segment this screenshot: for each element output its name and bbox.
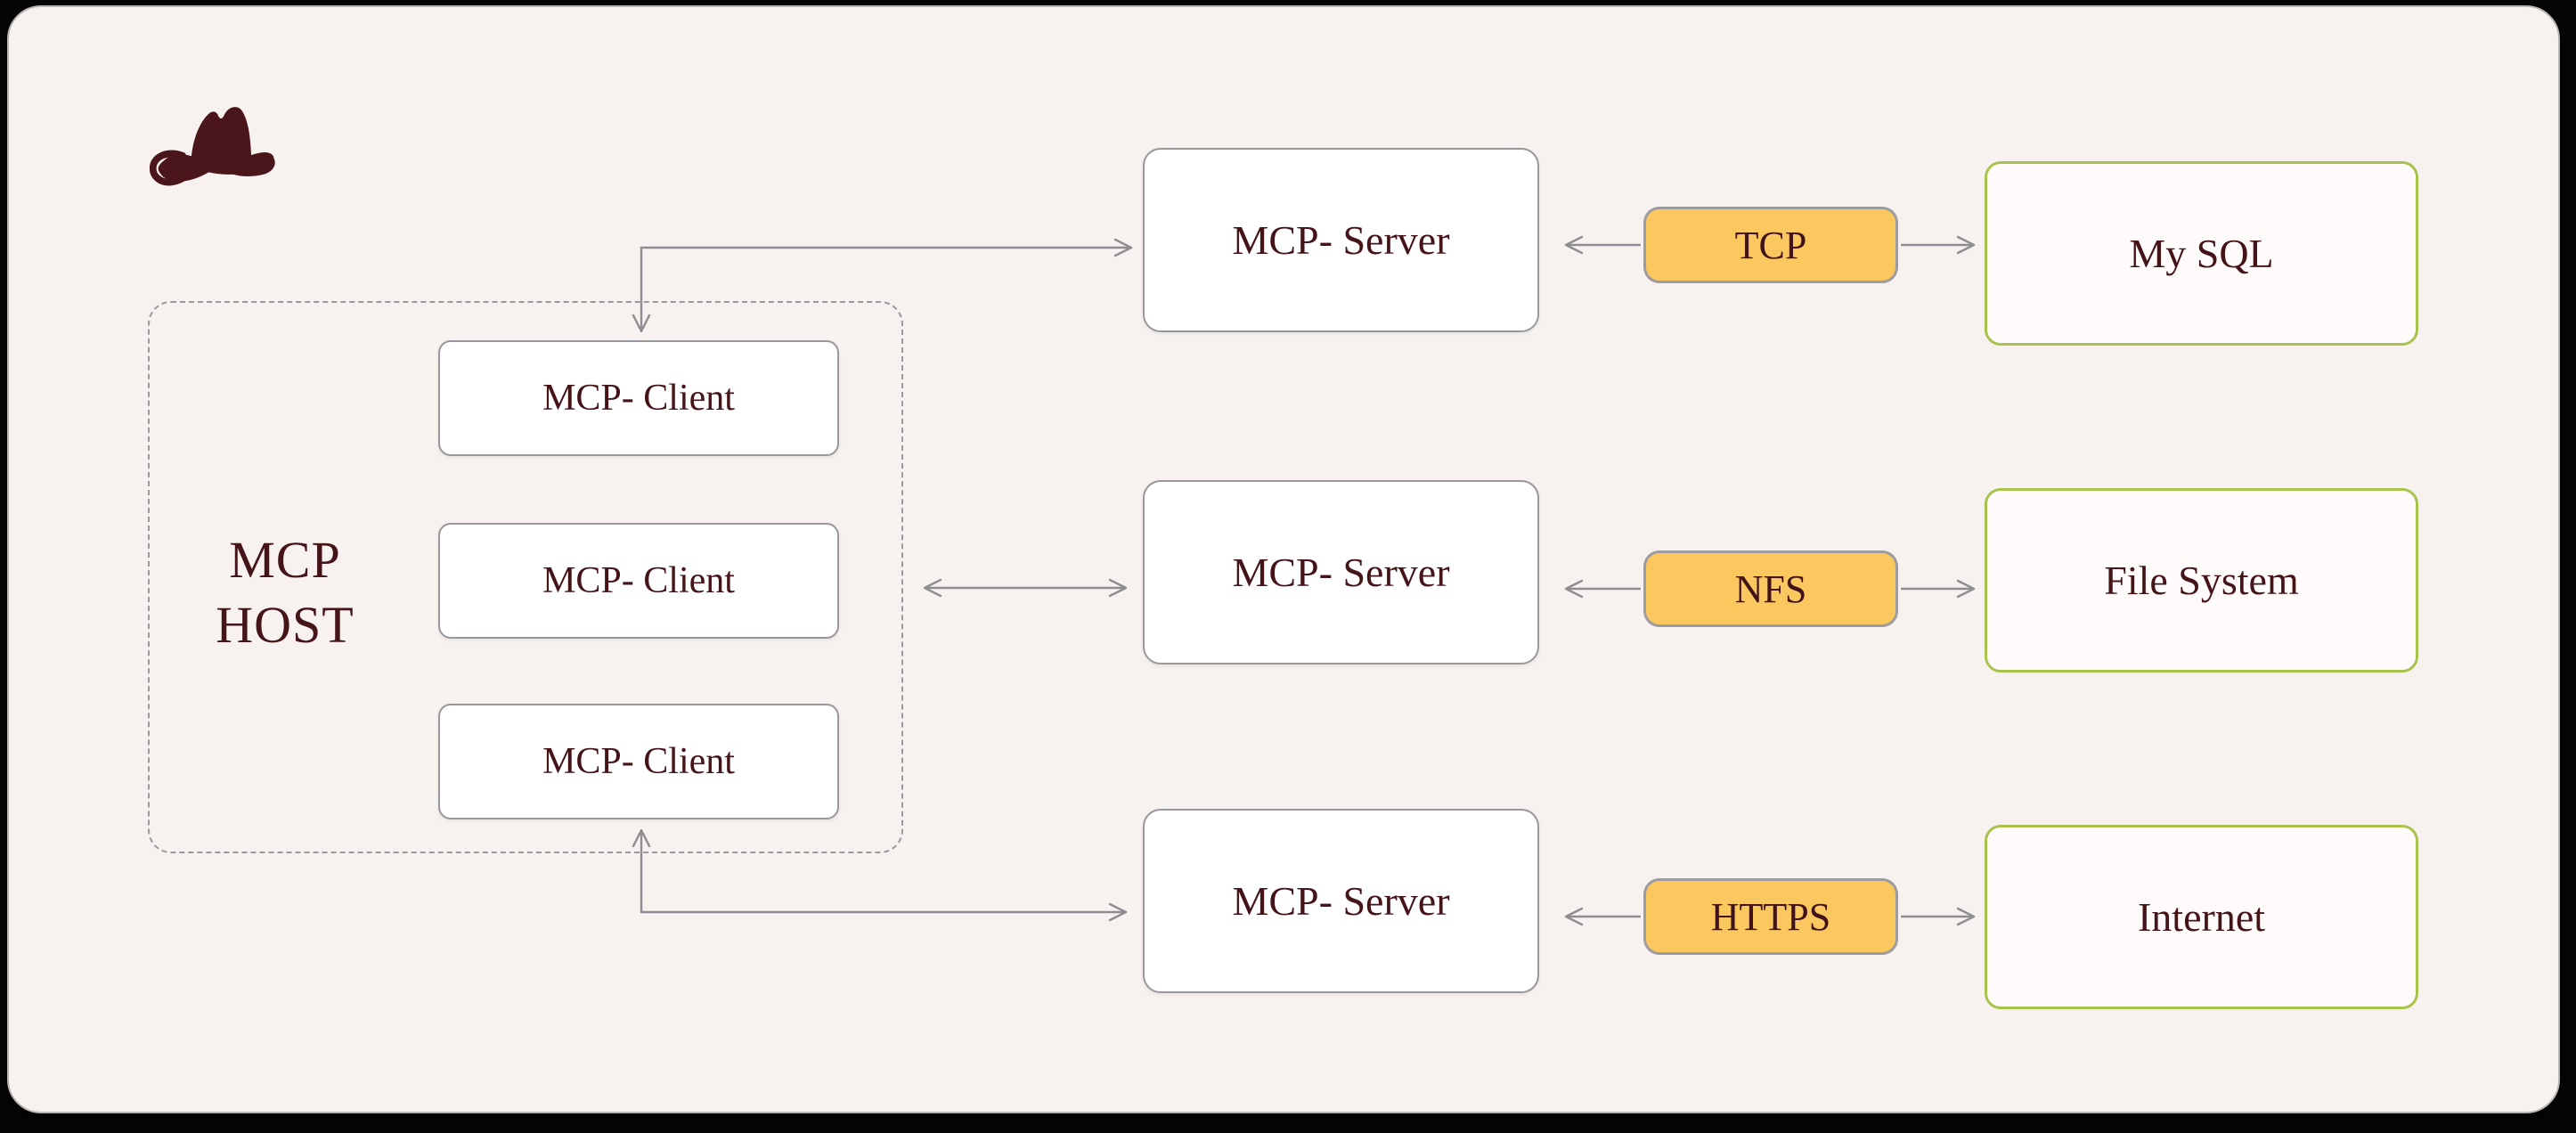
protocol-label: HTTPS bbox=[1710, 894, 1831, 939]
mcp-server-node: MCP- Server bbox=[1143, 480, 1539, 664]
mcp-host-label: MCP HOST bbox=[151, 527, 419, 657]
resource-label: Internet bbox=[2137, 894, 2266, 940]
mcp-server-node: MCP- Server bbox=[1143, 809, 1539, 993]
mcp-client-label: MCP- Client bbox=[542, 378, 735, 419]
resource-label: File System bbox=[2104, 558, 2299, 603]
mcp-client-node: MCP- Client bbox=[438, 340, 839, 456]
protocol-badge-https: HTTPS bbox=[1643, 878, 1898, 955]
resource-node-internet: Internet bbox=[1985, 825, 2418, 1009]
mcp-client-node: MCP- Client bbox=[438, 704, 839, 819]
mcp-server-label: MCP- Server bbox=[1232, 217, 1450, 263]
protocol-badge-tcp: TCP bbox=[1643, 207, 1898, 283]
mcp-client-node: MCP- Client bbox=[438, 523, 839, 639]
mcp-client-label: MCP- Client bbox=[542, 560, 735, 601]
resource-node-mysql: My SQL bbox=[1985, 161, 2418, 346]
protocol-label: NFS bbox=[1734, 566, 1807, 611]
mcp-server-label: MCP- Server bbox=[1232, 878, 1450, 924]
protocol-badge-nfs: NFS bbox=[1643, 550, 1898, 627]
mcp-server-node: MCP- Server bbox=[1143, 148, 1539, 332]
protocol-label: TCP bbox=[1734, 223, 1807, 267]
mcp-server-label: MCP- Server bbox=[1232, 550, 1450, 595]
mcp-client-label: MCP- Client bbox=[542, 741, 735, 782]
mcp-host-label-line1: MCP bbox=[229, 531, 341, 589]
mcp-host-group bbox=[148, 301, 903, 853]
resource-node-filesystem: File System bbox=[1985, 488, 2418, 672]
resource-label: My SQL bbox=[2129, 231, 2274, 276]
mcp-host-label-line2: HOST bbox=[216, 596, 355, 655]
cowboy-hat-icon bbox=[150, 107, 275, 186]
